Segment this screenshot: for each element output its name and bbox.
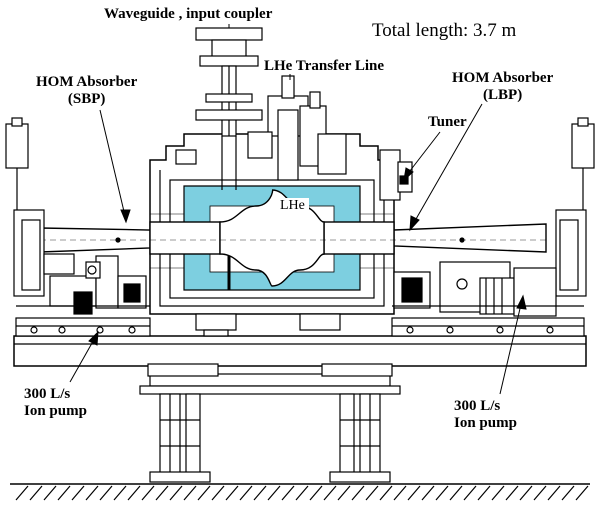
hatch-mark	[141, 485, 155, 501]
hatch-mark	[267, 485, 281, 501]
waveguide-label: Waveguide , input coupler	[104, 6, 273, 22]
hom-lbp-line1: HOM Absorber	[452, 70, 554, 86]
tuner-label: Tuner	[428, 114, 467, 130]
hatch-mark	[71, 485, 85, 501]
hatch-mark	[505, 485, 519, 501]
hatch-mark	[449, 485, 463, 501]
hatch-mark	[239, 485, 253, 501]
beam-pipe	[39, 189, 547, 287]
total-length-label: Total length: 3.7 m	[372, 20, 517, 41]
support-stand	[139, 373, 401, 483]
ion-pump-left-label: 300 L/s Ion pump	[24, 386, 87, 420]
hatch-mark	[407, 485, 421, 501]
hom-sbp-line2: (SBP)	[67, 91, 106, 107]
hatch-mark	[29, 485, 43, 501]
hatch-mark	[155, 485, 169, 501]
hatch-mark	[211, 485, 225, 501]
hatch-mark	[351, 485, 365, 501]
hatch-mark	[491, 485, 505, 501]
ion-pump-right-line1: 300 L/s	[454, 398, 501, 414]
hatch-mark	[393, 485, 407, 501]
hatch-mark	[281, 485, 295, 501]
hatch-mark	[365, 485, 379, 501]
hom-lbp-label: HOM Absorber (LBP)	[452, 70, 553, 104]
ion-pump-left-line1: 300 L/s	[24, 386, 71, 402]
hatch-mark	[575, 485, 589, 501]
ion-pump-right-line2: Ion pump	[454, 415, 517, 431]
hatch-mark	[85, 485, 99, 501]
right-end-assembly	[392, 117, 595, 317]
hatch-mark	[99, 485, 113, 501]
hatch-mark	[43, 485, 57, 501]
hatch-mark	[421, 485, 435, 501]
ion-pump-left-line2: Ion pump	[24, 403, 87, 419]
waveguide-coupler	[195, 27, 263, 290]
lhe-label: LHe	[276, 198, 309, 214]
lhe-transfer-line	[175, 75, 347, 181]
hatch-mark	[561, 485, 575, 501]
hatch-mark	[519, 485, 533, 501]
floor-hatching	[10, 483, 590, 501]
hatch-mark	[113, 485, 127, 501]
hatch-mark	[463, 485, 477, 501]
hom-sbp-label: HOM Absorber (SBP)	[36, 74, 137, 108]
hatch-mark	[197, 485, 211, 501]
hatch-mark	[295, 485, 309, 501]
hatch-mark	[547, 485, 561, 501]
base-plate	[13, 335, 587, 377]
hatch-mark	[435, 485, 449, 501]
left-platform	[15, 317, 151, 337]
hatch-mark	[57, 485, 71, 501]
hatch-mark	[169, 485, 183, 501]
hatch-mark	[15, 485, 29, 501]
hom-lbp-line2: (LBP)	[483, 87, 523, 103]
hom-sbp-line1: HOM Absorber	[36, 74, 138, 90]
right-platform	[391, 317, 585, 337]
hatch-mark	[379, 485, 393, 501]
hatch-mark	[127, 485, 141, 501]
hatch-mark	[477, 485, 491, 501]
hatch-mark	[309, 485, 323, 501]
hatch-mark	[323, 485, 337, 501]
hatch-mark	[533, 485, 547, 501]
ion-pump-right-label: 300 L/s Ion pump	[454, 398, 517, 432]
hatch-mark	[225, 485, 239, 501]
hatch-mark	[337, 485, 351, 501]
hatch-mark	[253, 485, 267, 501]
leader-lines	[69, 24, 527, 395]
hatch-mark	[183, 485, 197, 501]
lhe-transfer-label: LHe Transfer Line	[264, 58, 384, 74]
left-end-assembly	[5, 117, 150, 315]
